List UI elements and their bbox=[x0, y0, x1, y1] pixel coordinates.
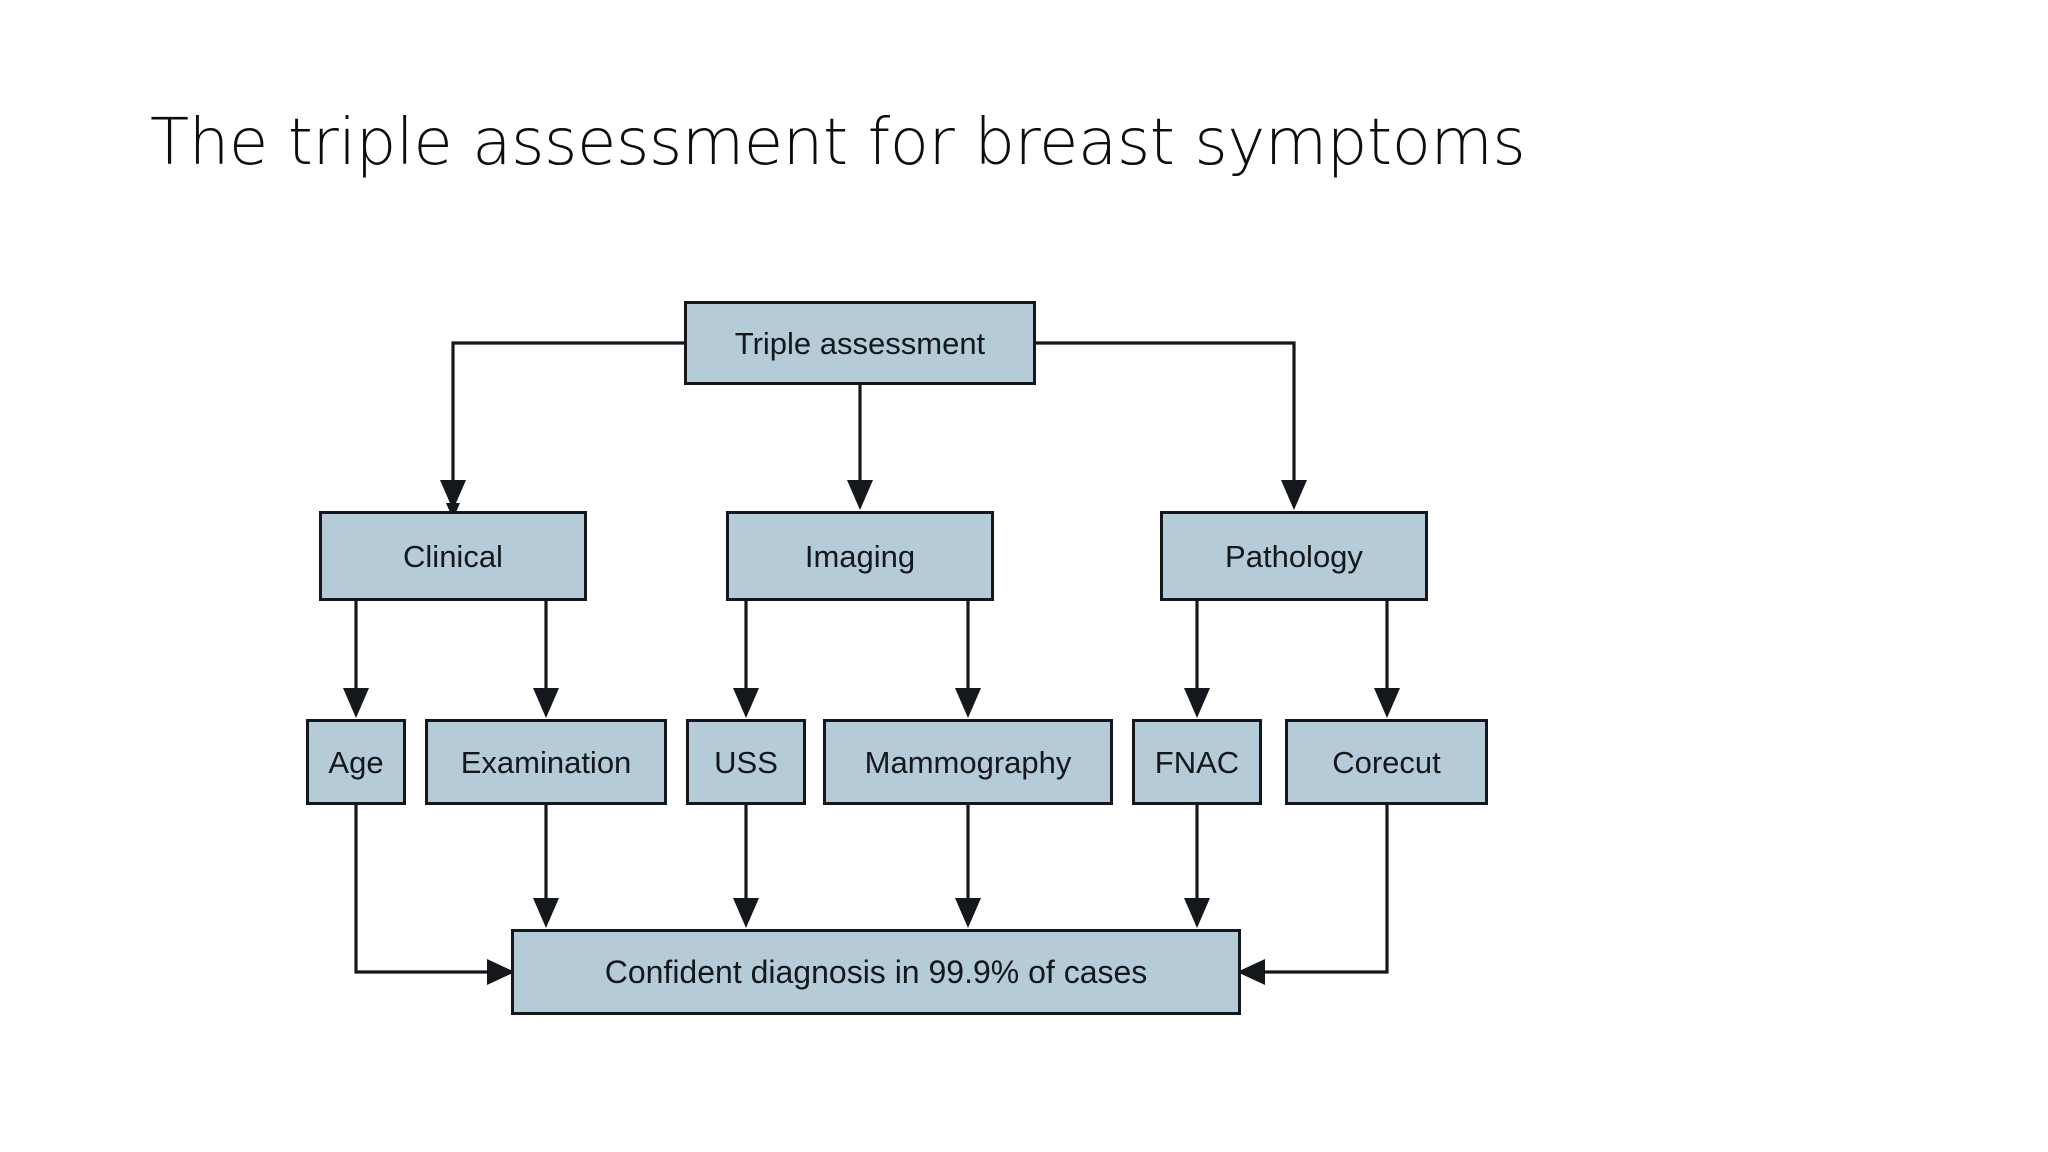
node-fnac-label: FNAC bbox=[1154, 744, 1240, 780]
arrowhead-corecut bbox=[1374, 688, 1400, 718]
arrowhead-diagnosis-right bbox=[1237, 959, 1265, 985]
arrowhead-examination bbox=[533, 688, 559, 718]
node-fnac[interactable]: FNAC bbox=[1132, 719, 1262, 805]
node-confident-diagnosis[interactable]: Confident diagnosis in 99.9% of cases bbox=[511, 929, 1241, 1015]
arrowhead-age bbox=[343, 688, 369, 718]
arrowhead-diagnosis-left bbox=[487, 959, 515, 985]
edge-triple-to-clinical bbox=[451, 341, 684, 487]
node-uss-label: USS bbox=[714, 744, 778, 780]
edge-age-to-diagnosis bbox=[354, 805, 487, 974]
arrowhead-diagnosis-examination bbox=[533, 898, 559, 928]
node-confident-diagnosis-label: Confident diagnosis in 99.9% of cases bbox=[604, 954, 1148, 990]
edge-triple-to-pathology bbox=[1036, 341, 1296, 487]
page-title: The triple assessment for breast symptom… bbox=[150, 106, 1526, 180]
arrowhead-mammography bbox=[955, 688, 981, 718]
arrowhead-uss bbox=[733, 688, 759, 718]
node-triple-assessment-label: Triple assessment bbox=[734, 325, 986, 361]
node-clinical[interactable]: Clinical bbox=[319, 511, 587, 601]
node-uss[interactable]: USS bbox=[686, 719, 806, 805]
node-corecut-label: Corecut bbox=[1332, 744, 1441, 780]
arrowhead-diagnosis-fnac bbox=[1184, 898, 1210, 928]
node-corecut[interactable]: Corecut bbox=[1285, 719, 1488, 805]
node-mammography[interactable]: Mammography bbox=[823, 719, 1113, 805]
arrowhead-imaging bbox=[847, 480, 873, 510]
node-mammography-label: Mammography bbox=[864, 744, 1072, 780]
node-imaging-label: Imaging bbox=[804, 538, 916, 574]
node-pathology-label: Pathology bbox=[1225, 538, 1363, 574]
edge-corecut-to-diagnosis bbox=[1265, 805, 1389, 974]
arrowhead-clinical bbox=[440, 480, 466, 510]
arrowhead-diagnosis-uss bbox=[733, 898, 759, 928]
node-triple-assessment[interactable]: Triple assessment bbox=[684, 301, 1036, 385]
arrowhead-diagnosis-mammography bbox=[955, 898, 981, 928]
node-examination-label: Examination bbox=[460, 744, 632, 780]
node-age[interactable]: Age bbox=[306, 719, 406, 805]
node-imaging[interactable]: Imaging bbox=[726, 511, 994, 601]
node-examination[interactable]: Examination bbox=[425, 719, 667, 805]
arrowhead-pathology bbox=[1281, 480, 1307, 510]
node-clinical-label: Clinical bbox=[403, 538, 503, 574]
node-pathology[interactable]: Pathology bbox=[1160, 511, 1428, 601]
node-age-label: Age bbox=[328, 744, 384, 780]
arrowhead-fnac bbox=[1184, 688, 1210, 718]
